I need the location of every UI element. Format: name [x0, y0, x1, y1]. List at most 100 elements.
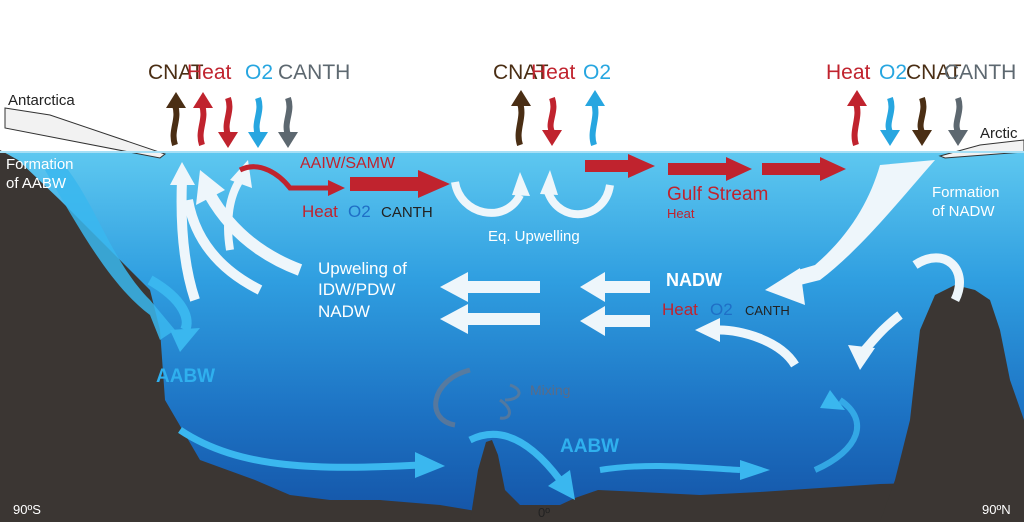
nadw-arrow-4-body	[468, 313, 540, 325]
equator-flux-arrows	[511, 90, 605, 146]
eq-upwelling-label: Eq. Upwelling	[488, 228, 580, 245]
canth-down-arrow-south	[283, 96, 293, 137]
aabw-descent-arrowhead	[170, 328, 200, 352]
upwelling-arrow-2	[183, 199, 263, 295]
nadw-canth-label: CANTH	[745, 303, 790, 318]
cnat-up-arrow-south	[170, 104, 180, 146]
aaiw-curl-arrow	[238, 164, 330, 191]
heat-down-arrow-eq	[547, 96, 557, 134]
eq-upwelling-left-head	[512, 172, 530, 196]
south-flux-arrows	[166, 92, 298, 148]
aabw-bottom-flow-3-head	[740, 460, 770, 480]
red-arrow-4-body	[762, 163, 822, 175]
arctic-label: Arctic	[980, 125, 1018, 142]
upwelling-arrow-3-head	[170, 162, 195, 185]
cnat-down-arrow-north	[917, 96, 927, 134]
upwelling-idw-label: Upweling of IDW/PDW NADW	[318, 259, 407, 321]
canth-down-arrow-north	[953, 96, 963, 134]
latitude-90n-label: 90ºN	[982, 502, 1011, 517]
o2-down-arrowhead-north	[880, 130, 900, 146]
red-arrow-3-head	[726, 157, 752, 181]
canth-down-arrowhead-south	[278, 132, 298, 148]
cnat-down-arrowhead-north	[912, 130, 932, 146]
eq-upwelling-left-loop	[451, 181, 524, 217]
o2-up-arrowhead-eq	[585, 90, 605, 106]
heat-up-arrowhead-south	[193, 92, 213, 108]
nadw-heat-label: Heat	[662, 300, 698, 319]
heat-up-arrow-south	[197, 104, 207, 146]
south-heat-label: Heat	[187, 61, 232, 84]
aaiw-heat-label: Heat	[302, 202, 338, 221]
aaiw-o2-label: O2	[348, 202, 371, 221]
cnat-up-arrow-eq	[515, 102, 525, 146]
nadw-arrow-4-head	[440, 304, 468, 334]
cnat-up-arrowhead-south	[166, 92, 186, 108]
nadw-formation-arrowhead	[765, 268, 805, 305]
upwelling-arrow-3	[176, 179, 200, 302]
eq-cnat-label: CNAT	[493, 61, 549, 84]
nadw-formation-plume	[798, 160, 935, 285]
upwelling-arrow-4	[224, 177, 244, 251]
upwelling-arrow-1-head	[196, 170, 225, 205]
nadw-return-arrowhead	[848, 345, 875, 370]
arctic-ice-shelf	[938, 139, 1024, 159]
antarctic-ice-shelf	[4, 107, 167, 159]
nadw-arrow-3-body	[605, 315, 650, 327]
aabw-rise-north	[813, 397, 861, 473]
heat-down-arrowhead-eq	[542, 130, 562, 146]
aabw-descent-arrow	[147, 275, 192, 333]
aaiw-curl-head	[328, 180, 345, 196]
heat-up-arrow-north	[851, 102, 861, 146]
aabw-rise-north-head	[820, 390, 845, 410]
mixing-swirl-2	[504, 383, 521, 402]
aabw-formation-plume	[45, 160, 175, 340]
aabw-bottom-flow-3	[599, 462, 741, 473]
north-flux-arrows	[847, 90, 968, 146]
o2-down-arrow-north	[885, 96, 895, 134]
nadw-deep-arrow	[719, 325, 799, 368]
aabw-bottom-flow-1	[178, 427, 421, 471]
o2-down-arrowhead-south	[248, 132, 268, 148]
antarctic-landmass	[0, 150, 515, 522]
red-arrow-1-body	[350, 177, 420, 191]
nadw-label: NADW	[666, 270, 722, 290]
nadw-arrow-1-head	[580, 272, 605, 302]
eq-upwelling-right-loop	[544, 184, 614, 219]
latitude-0-label: 0º	[538, 505, 550, 520]
nadw-arrow-2-body	[468, 281, 540, 293]
red-arrow-3-body	[668, 163, 728, 175]
nadw-arrow-3-head	[580, 306, 605, 336]
south-cnat-label: CNAT	[148, 61, 204, 84]
heat-down-arrowhead-south	[218, 132, 238, 148]
aabw-bottom-flow-1-head	[415, 452, 445, 478]
eq-heat-label: Heat	[531, 61, 576, 84]
eq-o2-label: O2	[583, 61, 612, 84]
south-canth-label: CANTH	[278, 61, 351, 84]
nadw-ridge-arrow	[912, 253, 964, 303]
red-arrow-1-head	[418, 170, 450, 198]
aabw-bottom-flow-2	[468, 430, 563, 483]
heat-down-arrow-south	[223, 96, 233, 137]
aaiw-samw-label: AAIW/SAMW	[300, 155, 396, 172]
o2-up-arrow-eq	[589, 102, 599, 146]
cnat-up-arrowhead-eq	[511, 90, 531, 106]
formation-aabw-label: Formation of AABW	[6, 156, 74, 192]
arctic-landmass	[880, 285, 1024, 522]
aaiw-canth-label: CANTH	[381, 204, 433, 221]
heat-up-arrowhead-north	[847, 90, 867, 106]
gulf-stream-label: Gulf Stream	[667, 184, 769, 205]
mixing-swirl-3	[499, 398, 511, 420]
mixing-label: Mixing	[530, 382, 571, 398]
aabw-bottom-flow-2-head	[548, 470, 575, 500]
north-o2-label: O2	[879, 61, 908, 84]
nadw-arrow-2-head	[440, 272, 468, 302]
nadw-arrow-1-body	[605, 281, 650, 293]
red-arrow-2-head	[628, 154, 655, 178]
canth-down-arrowhead-north	[948, 130, 968, 146]
red-arrow-2-body	[585, 160, 630, 172]
mixing-swirl-1	[433, 367, 471, 428]
north-cnat-label: CNAT	[906, 61, 962, 84]
north-canth-label: CANTH	[944, 61, 1017, 84]
gulf-stream-heat-label: Heat	[667, 206, 695, 221]
